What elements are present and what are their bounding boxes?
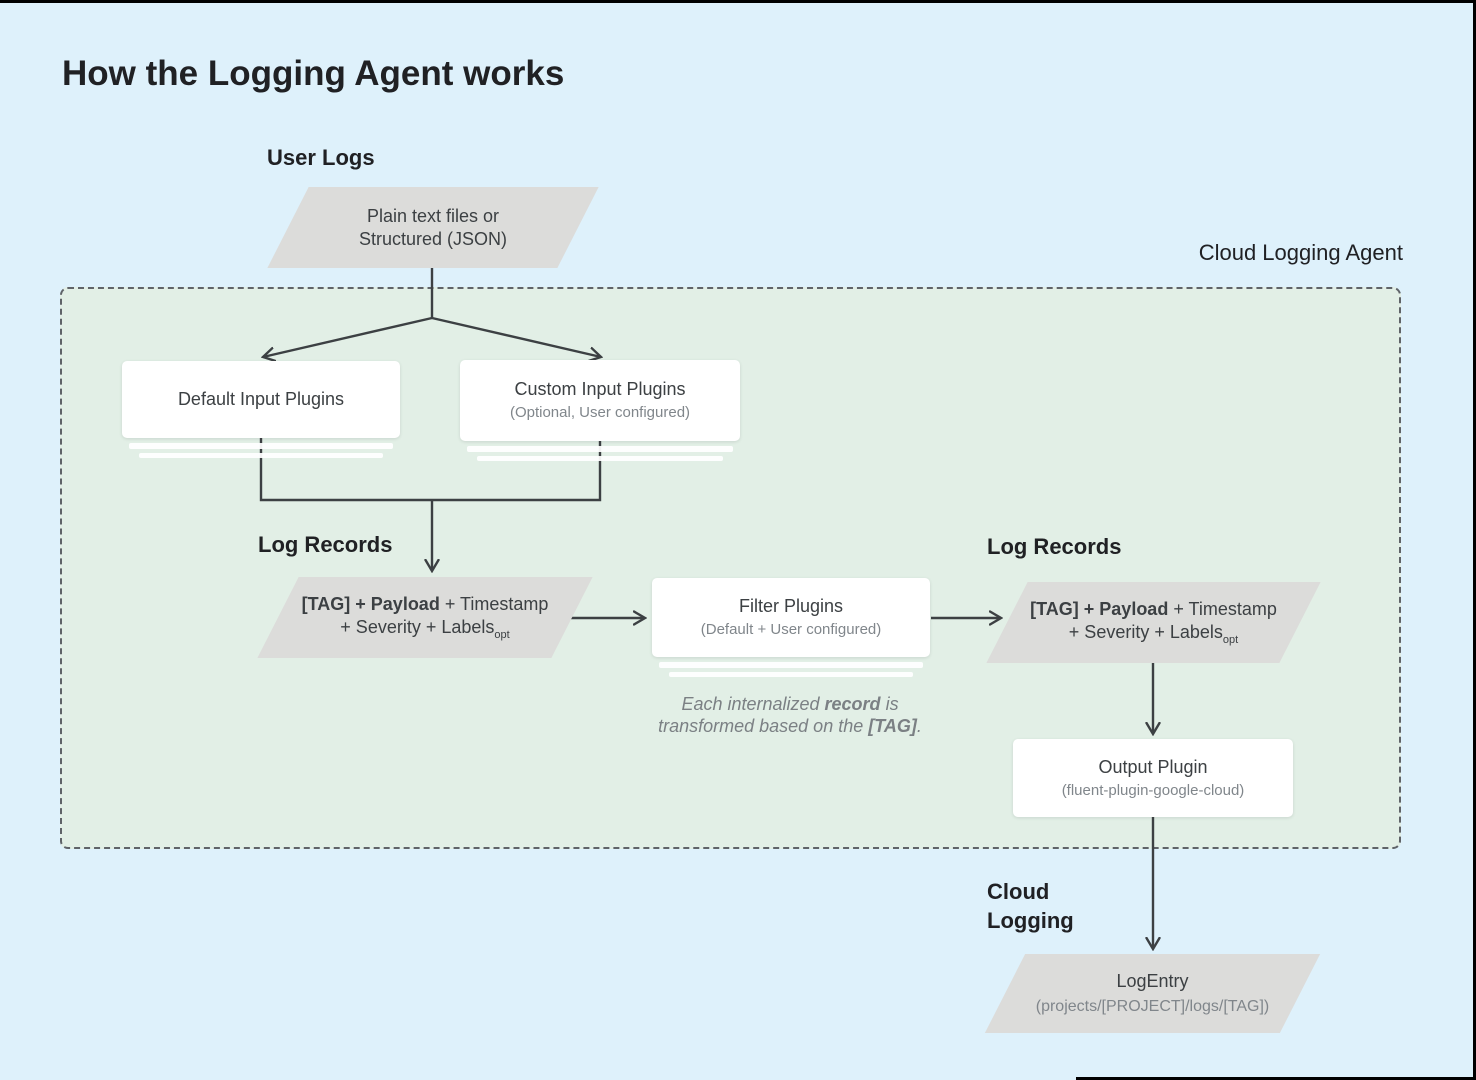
stack-bar: [129, 443, 393, 449]
custom-input-plugins-subtitle: (Optional, User configured): [509, 404, 691, 421]
stack-bar: [659, 662, 923, 668]
default-input-plugins-node: Default Input Plugins: [122, 361, 400, 438]
screen-edge-bottom: [1076, 1077, 1476, 1080]
transform-note-line1: Each internalized record is: [681, 694, 899, 714]
log-record-right-shape: [TAG] + Payload + Timestamp + Severity +…: [986, 582, 1321, 663]
page-title: How the Logging Agent works: [62, 54, 565, 93]
user-logs-label: User Logs: [267, 145, 375, 170]
cloud-logging-label-line2: Logging: [987, 908, 1074, 933]
screen-edge-right: [1473, 0, 1476, 1080]
stack-bar: [477, 456, 723, 461]
transform-note: Each internalized record is transformed …: [613, 693, 967, 737]
output-plugin-node: Output Plugin (fluent-plugin-google-clou…: [1013, 739, 1293, 817]
log-entry-subtitle: (projects/[PROJECT]/logs/[TAG]): [1035, 997, 1270, 1015]
log-record-right-line2: + Severity + Labelsopt: [1068, 622, 1239, 646]
log-record-left-line1: [TAG] + Payload + Timestamp: [301, 594, 549, 614]
transform-note-line2: transformed based on the [TAG].: [658, 716, 922, 736]
stack-bar: [669, 672, 913, 677]
filter-plugins-node: Filter Plugins (Default + User configure…: [652, 578, 930, 657]
default-input-plugins-title: Default Input Plugins: [177, 389, 345, 409]
output-plugin-subtitle: (fluent-plugin-google-cloud): [1061, 781, 1245, 799]
log-entry-shape: LogEntry (projects/[PROJECT]/logs/[TAG]): [984, 954, 1321, 1033]
filter-plugins-title: Filter Plugins: [738, 596, 844, 616]
log-record-right-line1: [TAG] + Payload + Timestamp: [1030, 599, 1277, 619]
log-records-right-label: Log Records: [987, 534, 1122, 559]
user-logs-input-shape: Plain text files or Structured (JSON): [267, 187, 599, 268]
filter-plugins-subtitle: (Default + User configured): [700, 621, 882, 638]
stack-bar: [467, 446, 733, 452]
cloud-logging-label: Cloud Logging: [987, 877, 1074, 935]
log-records-left-label: Log Records: [258, 532, 393, 557]
custom-input-plugins-node: Custom Input Plugins (Optional, User con…: [460, 360, 740, 441]
user-logs-input-line1: Plain text files or: [366, 205, 500, 226]
cloud-logging-label-line1: Cloud: [987, 879, 1050, 904]
custom-input-plugins-title: Custom Input Plugins: [514, 379, 686, 399]
log-record-left-shape: [TAG] + Payload + Timestamp + Severity +…: [257, 577, 593, 658]
user-logs-input-line2: Structured (JSON): [358, 228, 508, 249]
output-plugin-title: Output Plugin: [1098, 756, 1208, 777]
screen-edge-top: [0, 0, 1476, 3]
log-entry-title: LogEntry: [1116, 970, 1189, 991]
log-record-left-line2: + Severity + Labelsopt: [340, 617, 510, 641]
stack-bar: [139, 453, 383, 458]
cloud-logging-agent-label: Cloud Logging Agent: [1198, 240, 1403, 265]
